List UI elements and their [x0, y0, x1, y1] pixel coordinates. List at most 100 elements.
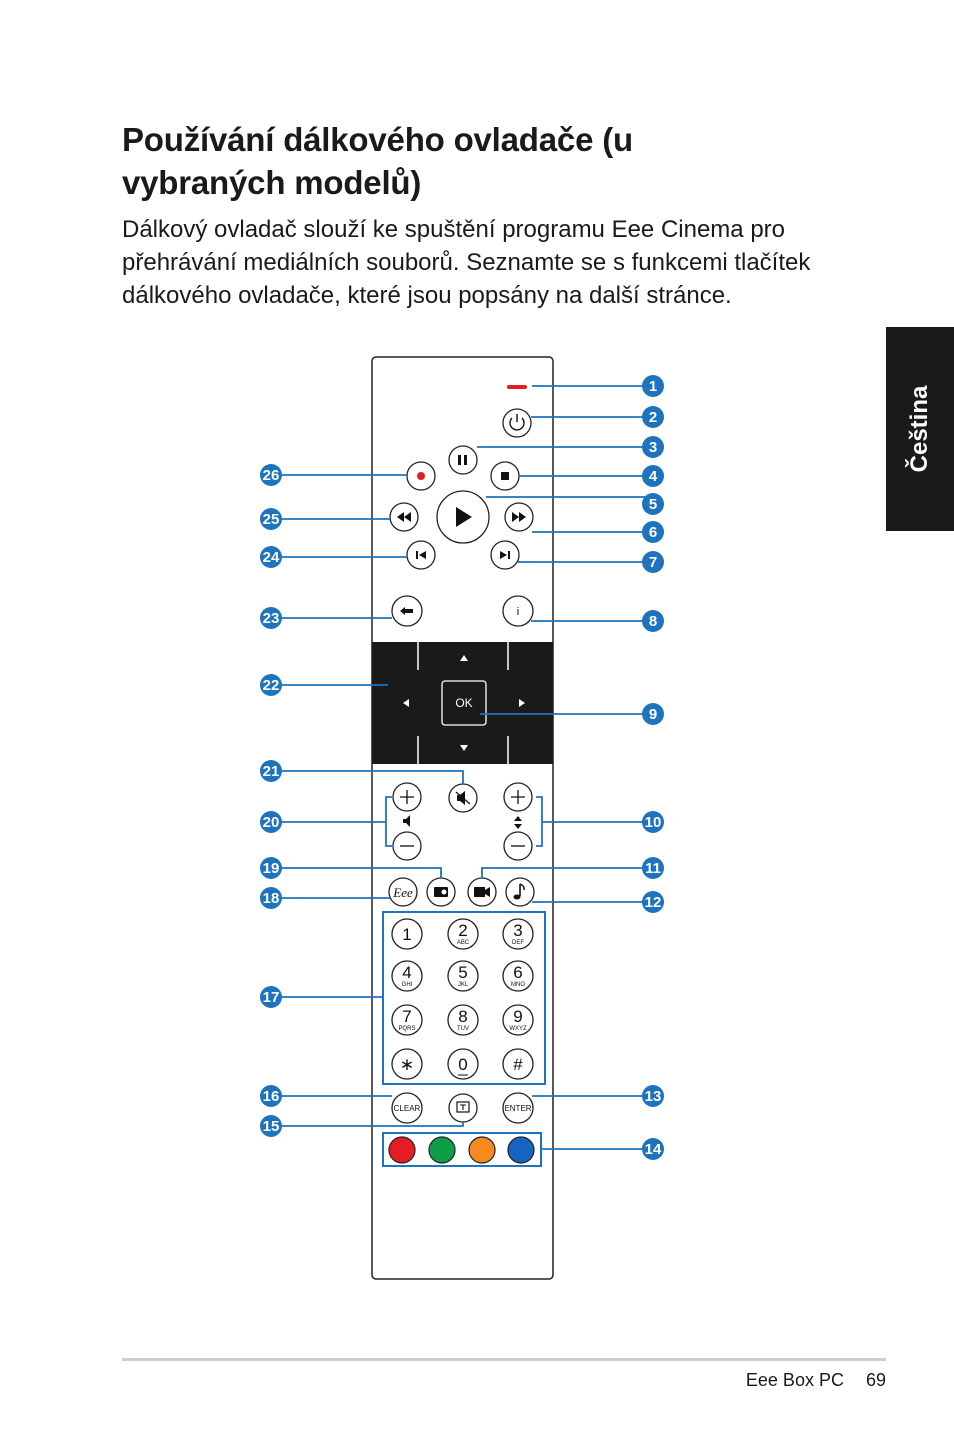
stop-button[interactable]	[490, 461, 520, 491]
color-button-3[interactable]	[468, 1136, 496, 1164]
callout-number: 17	[263, 989, 280, 1006]
callout-4: 4	[642, 465, 664, 487]
left-arrow-icon[interactable]	[403, 699, 409, 707]
callout-number: 5	[649, 496, 657, 513]
callout-number: 19	[263, 860, 280, 877]
callout-number: 26	[263, 467, 280, 484]
ok-button-label: OK	[455, 696, 472, 710]
callout-number: 23	[263, 610, 280, 627]
mute-button[interactable]	[448, 783, 478, 813]
navigation-pad	[372, 642, 553, 764]
music-button[interactable]	[505, 877, 535, 907]
previous-button[interactable]	[406, 540, 436, 570]
callout-number: 24	[263, 549, 280, 566]
callout-12: 12	[642, 891, 664, 913]
color-button-2[interactable]	[428, 1136, 456, 1164]
volume-down-button[interactable]	[392, 831, 422, 861]
clear-button-label: CLEAR	[394, 1104, 421, 1113]
callout-18: 18	[260, 887, 282, 909]
callout-24: 24	[260, 546, 282, 568]
clear-button[interactable]	[391, 1092, 423, 1124]
channel-up-button[interactable]	[503, 782, 533, 812]
callout-6: 6	[642, 521, 664, 543]
keypad-digit: 7	[402, 1007, 411, 1026]
eee-home-button[interactable]	[388, 877, 418, 907]
back-button[interactable]	[391, 595, 423, 627]
footer-product: Eee Box PC	[745, 1370, 844, 1390]
callout-number: 25	[263, 511, 280, 528]
callout-number: 10	[645, 814, 662, 831]
color-button-4[interactable]	[507, 1136, 535, 1164]
color-buttons	[388, 1136, 535, 1164]
callout-number: 15	[263, 1118, 280, 1135]
keypad-key-0[interactable]: 1	[391, 918, 423, 950]
right-arrow-icon[interactable]	[519, 699, 525, 707]
keypad-bracket	[382, 911, 546, 1085]
channel-down-button[interactable]	[503, 831, 533, 861]
volume-up-button[interactable]	[392, 782, 422, 812]
fast-forward-button[interactable]	[504, 502, 534, 532]
callout-number: 8	[649, 613, 657, 630]
keypad-key-11[interactable]: #	[502, 1048, 534, 1080]
color-button-1[interactable]	[388, 1136, 416, 1164]
keypad-digit: 4	[402, 963, 411, 982]
callout-16: 16	[260, 1085, 282, 1107]
footer-divider	[122, 1358, 886, 1361]
keypad-letters: ABC	[457, 940, 470, 946]
callout-number: 14	[645, 1141, 662, 1158]
keypad-key-10[interactable]: 0	[447, 1048, 479, 1080]
up-arrow-icon[interactable]	[460, 655, 468, 661]
language-tab: Čeština	[886, 327, 954, 531]
callout-number: 7	[649, 554, 657, 571]
intro-paragraph: Dálkový ovladač slouží ke spuštění progr…	[122, 216, 811, 309]
play-button[interactable]	[436, 490, 490, 544]
callout-number: 1	[649, 378, 657, 395]
power-button[interactable]	[502, 408, 532, 438]
callout-number: 13	[645, 1088, 662, 1105]
callout-20: 20	[260, 811, 282, 833]
page-title: Používání dálkového ovladače (u vybranýc…	[122, 121, 633, 201]
page-footer: Eee Box PC 69	[746, 1370, 886, 1391]
record-button[interactable]	[406, 461, 436, 491]
teletext-button[interactable]	[448, 1093, 478, 1123]
next-button[interactable]	[490, 540, 520, 570]
keypad-letters: JKL	[458, 982, 469, 988]
ok-button[interactable]	[441, 680, 487, 726]
radio-button[interactable]	[426, 877, 456, 907]
callout-number: 6	[649, 524, 657, 541]
video-button[interactable]	[467, 877, 497, 907]
enter-button[interactable]	[502, 1092, 534, 1124]
callout-number: 18	[263, 890, 280, 907]
callout-5: 5	[642, 493, 664, 515]
ir-led	[507, 385, 527, 389]
callout-14: 14	[642, 1138, 664, 1160]
callout-8: 8	[642, 610, 664, 632]
keypad-letters: MNO	[511, 982, 525, 988]
callout-11: 11	[642, 857, 664, 879]
callout-number: 20	[263, 814, 280, 831]
keypad-digit: 9	[513, 1007, 522, 1026]
down-arrow-icon[interactable]	[460, 745, 468, 751]
keypad-digit: 5	[458, 963, 467, 982]
callout-25: 25	[260, 508, 282, 530]
keypad-letters: WXYZ	[509, 1026, 527, 1032]
keypad-letters: DEF	[512, 940, 524, 946]
page-number: 69	[865, 1370, 886, 1390]
keypad-key-9[interactable]: ∗	[391, 1048, 423, 1080]
info-button[interactable]	[502, 595, 534, 627]
eee-logo-icon: Eee	[392, 885, 413, 900]
pause-button[interactable]	[448, 445, 478, 475]
remote-body	[371, 356, 554, 1280]
rewind-button[interactable]	[389, 502, 419, 532]
keypad-digit: #	[513, 1055, 523, 1074]
keypad-digit: 1	[402, 925, 411, 944]
callout-26: 26	[260, 464, 282, 486]
